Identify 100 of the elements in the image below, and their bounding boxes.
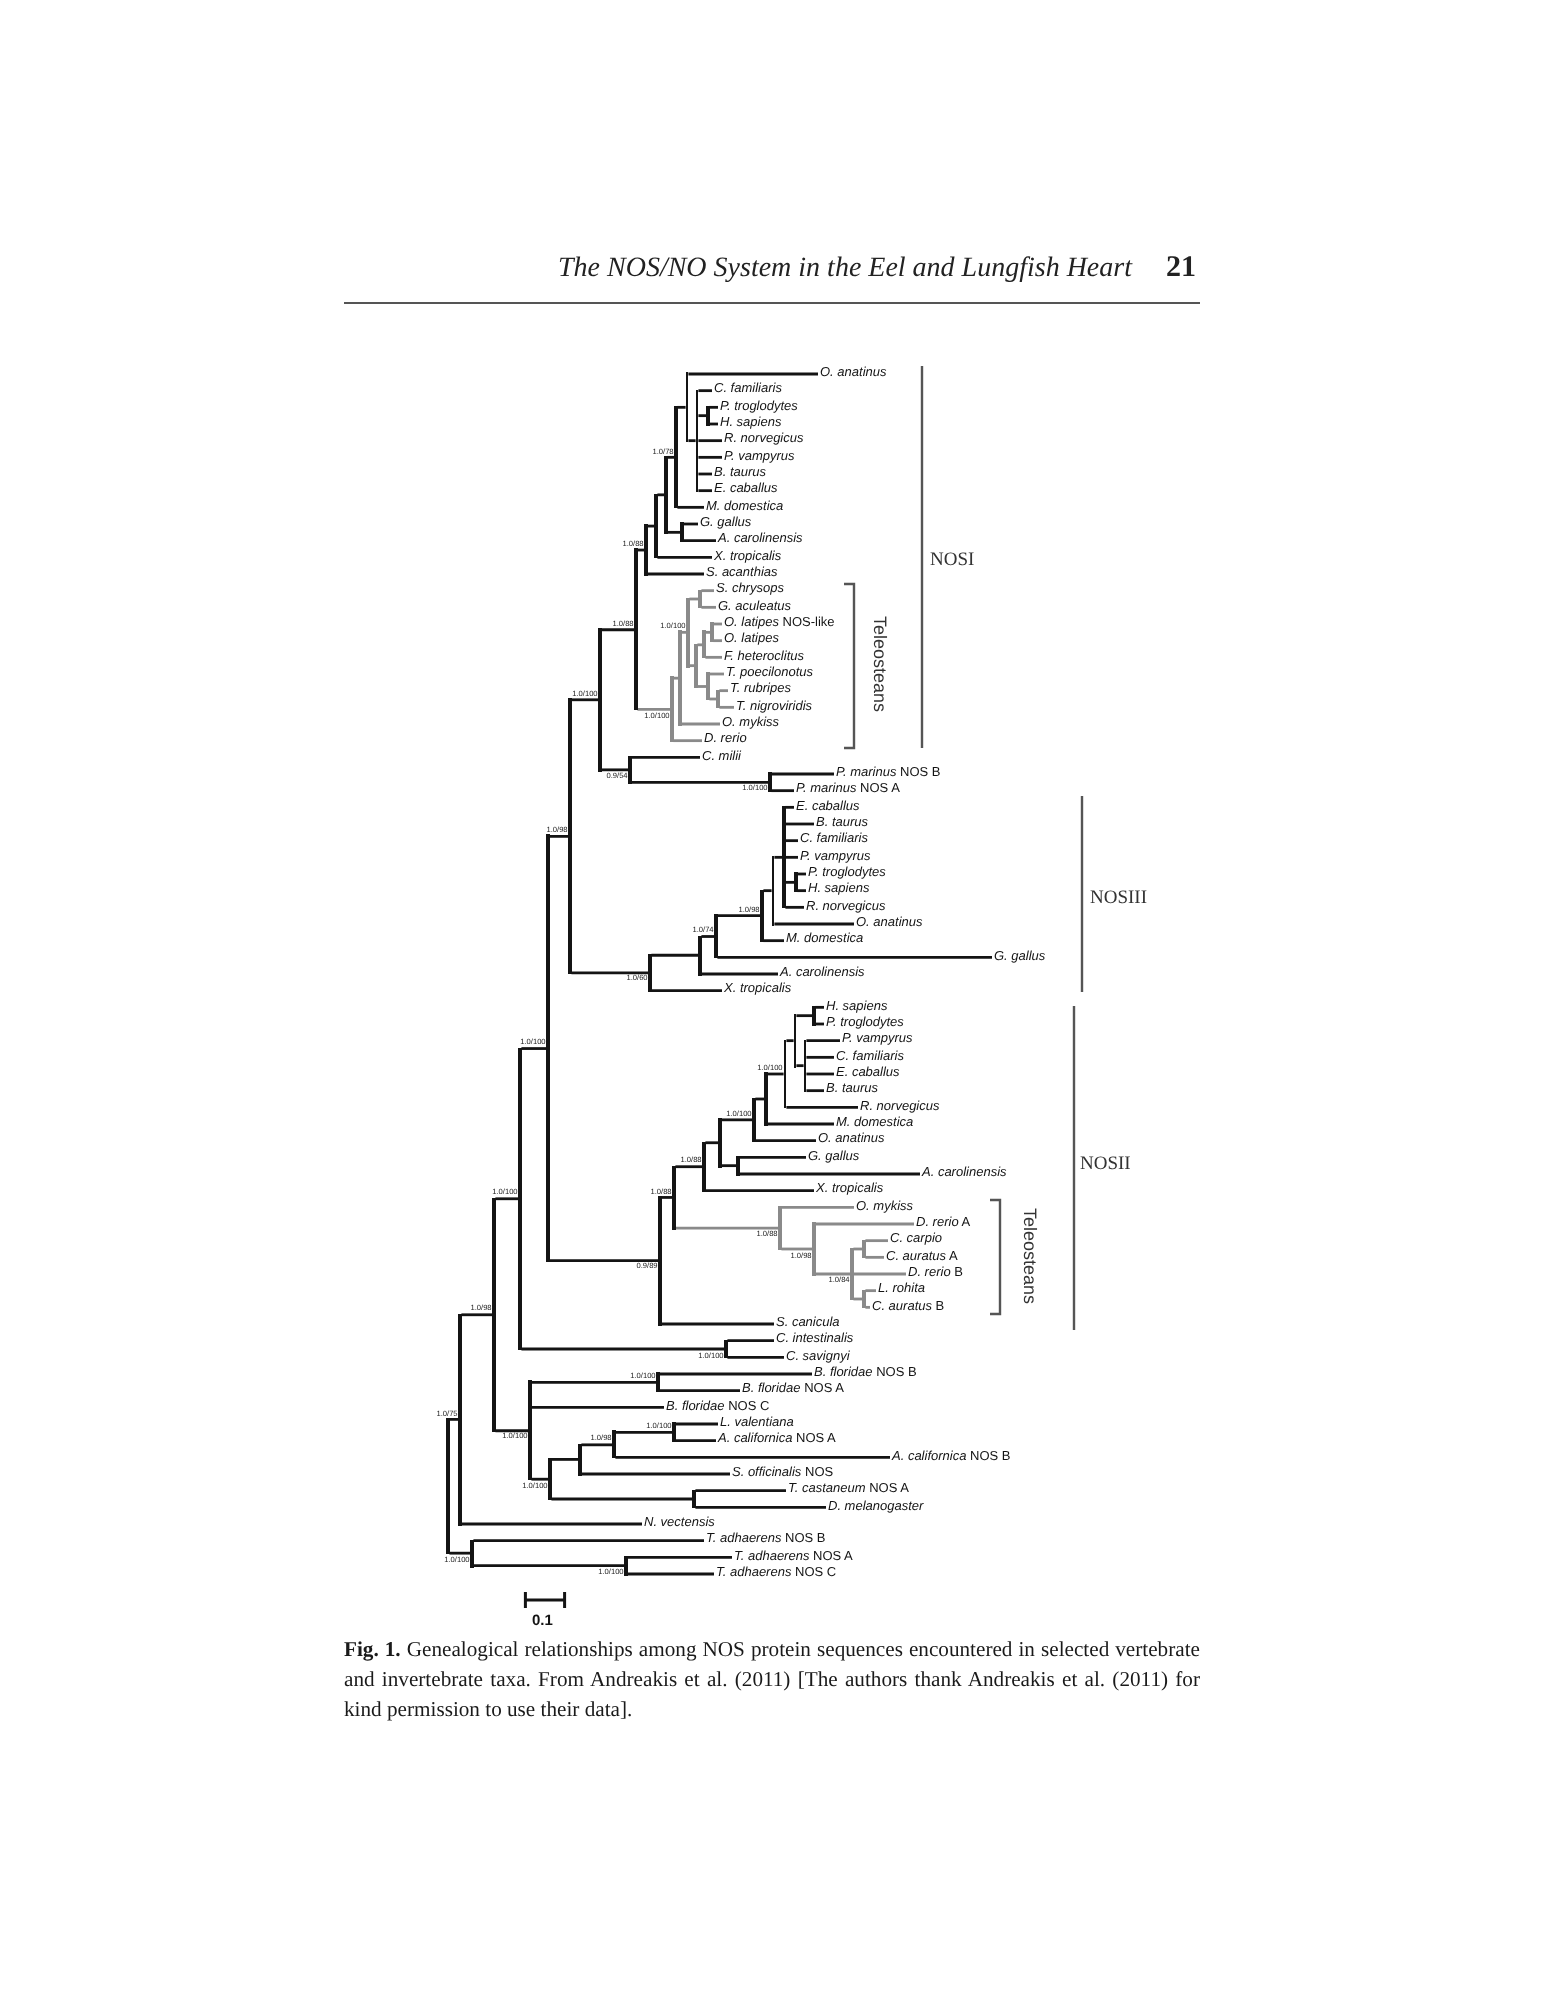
branch-line: [719, 705, 734, 709]
branch-line: [697, 685, 707, 688]
branch-line: [688, 372, 818, 376]
branch-line: [698, 455, 722, 459]
branch-line: [675, 1422, 718, 1426]
branch-line: [651, 989, 722, 993]
branch-line: [865, 1289, 876, 1293]
branch-line: [815, 1272, 851, 1276]
branch-line: [495, 1429, 529, 1433]
branch-line: [727, 1339, 774, 1343]
branch-line: [806, 1089, 824, 1093]
branch-line: [781, 1205, 854, 1209]
branch-line: [698, 439, 722, 443]
branch-line: [549, 834, 569, 838]
branch-line: [774, 922, 854, 926]
branch-line: [755, 1139, 816, 1143]
branch-line: [785, 905, 804, 909]
branch-line: [657, 493, 665, 497]
branch-line: [615, 1455, 890, 1459]
branch-line: [796, 1014, 813, 1018]
branch-line: [571, 971, 649, 975]
branch-line: [865, 1255, 884, 1259]
branch-line: [705, 655, 722, 659]
branch-line: [786, 1105, 858, 1109]
branch-line: [627, 1572, 714, 1576]
branch-line: [785, 839, 798, 843]
branch-line: [701, 605, 716, 609]
clade-label: NOSII: [1080, 1155, 1131, 1177]
branch-line: [677, 405, 686, 409]
branch-line: [709, 405, 718, 409]
branch-line: [683, 539, 716, 543]
branch-line: [763, 939, 784, 943]
branch-line: [601, 628, 635, 632]
branch-line: [651, 953, 699, 957]
branch-line: [675, 1165, 703, 1169]
branch-line: [521, 1047, 547, 1050]
branch-line: [781, 1247, 813, 1251]
branch-line: [797, 889, 806, 893]
branch-line: [865, 1239, 888, 1243]
branch-line: [785, 805, 794, 809]
branch-line: [727, 1355, 784, 1359]
branch-line: [853, 1272, 906, 1276]
page-number: 21: [1166, 250, 1196, 286]
branch-line: [739, 1172, 920, 1176]
branch-line: [601, 768, 629, 772]
branch-line: [717, 955, 992, 959]
branch-line: [721, 1164, 737, 1168]
branch-line: [815, 1005, 824, 1009]
branch-line: [763, 889, 772, 893]
branch-line: [531, 1477, 549, 1481]
branch-line: [785, 880, 795, 884]
branch-line: [675, 1226, 779, 1230]
branch-line: [815, 1222, 914, 1226]
branch-line: [521, 1347, 725, 1351]
branch-line: [721, 1118, 753, 1122]
branch-line: [681, 722, 720, 726]
branch-line: [688, 439, 696, 443]
branch-line: [659, 1372, 812, 1376]
branch-line: [695, 1505, 826, 1509]
branch-line: [675, 1439, 716, 1443]
branch-line: [739, 1155, 806, 1159]
branch-line: [771, 772, 834, 776]
branch-line: [719, 689, 728, 693]
branch-line: [461, 1313, 493, 1317]
branch-line: [449, 1418, 459, 1421]
branch-line: [661, 1196, 673, 1199]
branch-line: [695, 1489, 786, 1493]
branch-line: [806, 1055, 834, 1059]
branch-line: [717, 914, 761, 918]
branch-line: [667, 530, 681, 534]
clade-label: NOSI: [930, 551, 975, 573]
branch-line: [661, 1322, 774, 1326]
running-head: The NOS/NO System in the Eel and Lungfish Heart: [558, 252, 1132, 288]
branch-line: [771, 789, 794, 793]
branch-line: [713, 639, 722, 643]
branch-line: [581, 1443, 613, 1447]
branch-line: [551, 1458, 579, 1461]
branch-line: [806, 1039, 840, 1043]
branch-line: [657, 555, 712, 559]
branch-line: [647, 572, 704, 576]
branch-line: [701, 972, 778, 976]
clade-label: NOSIII: [1090, 889, 1147, 911]
branch-line: [796, 1064, 804, 1068]
clade-label: Teleosteans: [1020, 1207, 1040, 1305]
branch-line: [698, 389, 712, 393]
branch-line: [701, 935, 715, 938]
branch-line: [615, 1430, 673, 1434]
branch-line: [473, 1539, 704, 1543]
branch-line: [631, 780, 769, 784]
branch-line: [677, 505, 704, 509]
figure-caption: Fig. 1. Genealogical relationships among NOS protein sequences encountered in selected vertebrate and invertebrate taxa. From Andreakis et al. (2011) [The authors thank Andreakis et al. (2011) for kind permission to use their data].: [344, 1638, 1200, 1726]
branch-line: [705, 1141, 719, 1145]
branch-line: [449, 1551, 471, 1555]
branch-line: [667, 455, 675, 459]
branch-line: [631, 755, 700, 759]
branch-line: [785, 822, 814, 826]
branch-line: [705, 1189, 814, 1193]
branch-line: [698, 489, 712, 493]
branch-line: [865, 1305, 870, 1309]
branch-line: [673, 739, 702, 743]
